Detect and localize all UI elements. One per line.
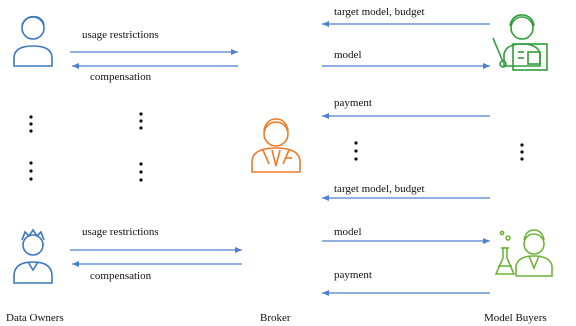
label-buyer-bottom-model: model: [334, 226, 362, 238]
ellipsis-buyers-center: [354, 141, 358, 161]
caption-model-buyers: Model Buyers: [484, 312, 547, 324]
data-owner-top-icon: [13, 15, 53, 67]
label-owner-top-compensation: compensation: [90, 71, 152, 83]
model-buyer-bottom-icon: [494, 229, 553, 277]
caption-data-owners: Data Owners: [6, 312, 64, 324]
label-buyer-top-model: model: [334, 49, 362, 61]
ellipsis-owners-left-lower: [29, 161, 33, 181]
ellipsis-buyers-right: [520, 143, 524, 161]
label-owner-bottom-usage: usage restrictions: [82, 226, 159, 238]
ellipsis-owners-mid-upper: [139, 112, 143, 130]
label-owner-bottom-compensation: compensation: [90, 270, 152, 282]
caption-broker: Broker: [260, 312, 291, 324]
label-owner-top-usage: usage restrictions: [82, 29, 159, 41]
broker-icon: [251, 118, 301, 173]
label-buyer-bottom-payment: payment: [334, 269, 372, 281]
label-buyer-bottom-request: target model, budget: [334, 183, 425, 195]
model-buyer-top-icon: [492, 14, 548, 71]
label-buyer-top-payment: payment: [334, 97, 372, 109]
data-owner-bottom-icon: [13, 228, 53, 284]
ellipsis-owners-left-upper: [29, 115, 33, 133]
ellipsis-owners-mid-lower: [139, 162, 143, 182]
label-buyer-top-request: target model, budget: [334, 6, 425, 18]
